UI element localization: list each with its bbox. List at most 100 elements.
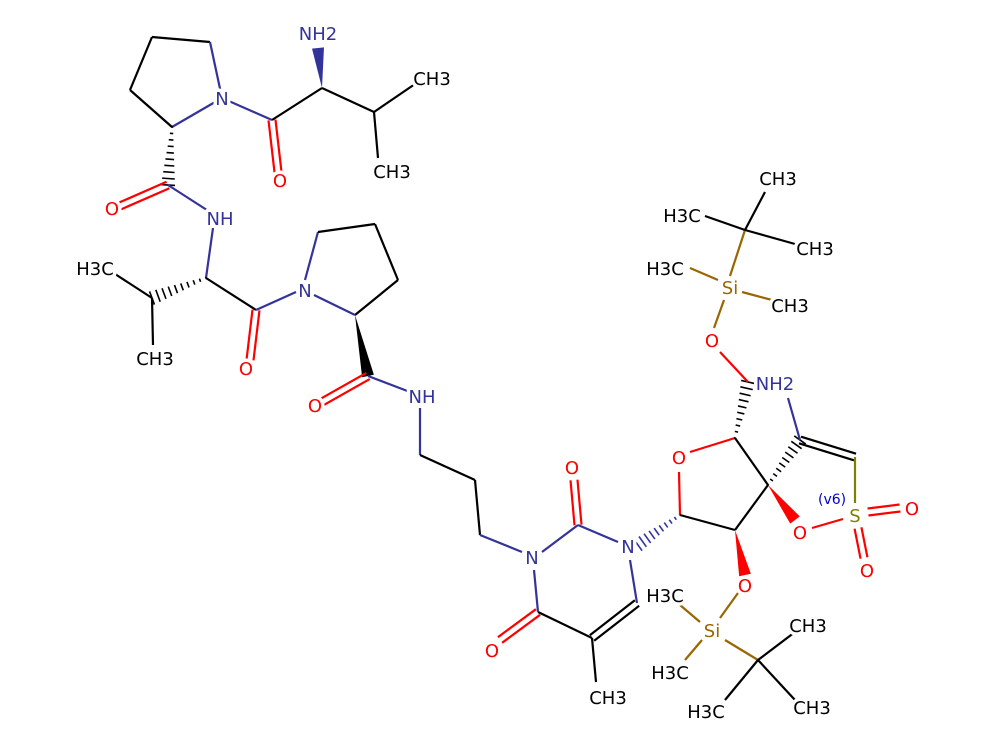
atom-label: CH3	[413, 69, 451, 90]
atom-label: CH3	[793, 698, 831, 719]
hash-bond	[781, 456, 790, 464]
hash-bond	[167, 286, 173, 297]
atom-label: N	[215, 89, 228, 110]
bond	[479, 533, 523, 554]
hash-bond	[638, 536, 647, 548]
bond	[589, 599, 636, 637]
bonds	[111, 35, 901, 701]
wedge-bond	[768, 485, 800, 524]
bond	[204, 227, 215, 279]
bond	[129, 89, 173, 128]
bond	[798, 442, 855, 462]
bond	[679, 513, 736, 532]
atom-label: O	[485, 641, 499, 662]
hash-bond	[186, 281, 190, 288]
bond	[501, 613, 541, 644]
bond	[679, 604, 701, 623]
bond	[757, 631, 796, 661]
bond	[728, 229, 747, 277]
atom-label: H3C	[646, 259, 684, 280]
bond	[853, 528, 862, 559]
bond	[313, 294, 356, 316]
atom-label: NH	[207, 209, 234, 230]
bond	[744, 228, 796, 246]
bond	[167, 184, 211, 213]
bond	[712, 299, 726, 329]
atom-label: O	[565, 458, 579, 479]
valence-annotation: (v6)	[818, 492, 846, 508]
atom-label: H3C	[663, 206, 701, 227]
bond	[323, 378, 371, 407]
atom-label: O	[860, 561, 874, 582]
bond	[677, 471, 682, 516]
bond	[171, 97, 223, 128]
bond	[734, 437, 769, 486]
atom-label: H3C	[687, 702, 725, 723]
hash-bond	[165, 158, 175, 161]
bond	[221, 96, 273, 122]
atom-label: O	[273, 171, 287, 192]
hash-bond	[673, 516, 677, 521]
hash-bond	[173, 284, 179, 294]
bond	[372, 111, 380, 159]
atom-label: H3C	[651, 663, 689, 684]
hash-bond	[772, 472, 778, 478]
bond	[811, 517, 844, 530]
bond	[867, 503, 900, 510]
bond	[593, 604, 640, 642]
bond	[354, 279, 399, 316]
atom-label: Si	[704, 621, 720, 642]
bond	[473, 479, 482, 536]
bond	[704, 214, 746, 232]
bond	[150, 297, 155, 346]
atom-label: O	[672, 448, 686, 469]
atom-label: S	[849, 506, 860, 527]
hash-bond	[179, 283, 185, 291]
atom-label: O	[705, 331, 719, 352]
hash-bond	[658, 524, 665, 532]
bond	[724, 659, 759, 701]
atom-label: H3C	[76, 259, 114, 280]
bond	[537, 611, 593, 639]
bond	[868, 510, 901, 517]
atom-label: O	[793, 523, 807, 544]
bond	[245, 309, 254, 360]
atom-label: N	[621, 537, 634, 558]
bond	[734, 484, 769, 531]
bond	[267, 120, 276, 173]
bond	[786, 397, 802, 441]
atom-label: Si	[722, 278, 738, 299]
hash-bond	[769, 478, 774, 482]
bond	[532, 569, 540, 613]
bond	[724, 639, 759, 661]
bond	[321, 87, 375, 113]
wedge-bond	[735, 530, 751, 577]
hash-bond	[734, 430, 739, 433]
atom-label: NH	[409, 387, 436, 408]
hash-bond	[739, 392, 751, 397]
atom-label: CH3	[759, 169, 797, 190]
wedge-bond	[355, 315, 374, 378]
hash-bond	[787, 446, 798, 454]
hash-bond	[784, 451, 794, 459]
hash-bond	[161, 287, 167, 300]
hash-bond	[198, 278, 202, 283]
bond	[628, 559, 639, 604]
atom-label: CH3	[771, 296, 809, 317]
hash-bond	[668, 519, 673, 525]
hash-bond	[166, 151, 174, 154]
bond	[317, 222, 376, 234]
bond	[128, 36, 154, 91]
hash-bond	[663, 522, 669, 528]
atom-label: O	[239, 359, 253, 380]
bond	[120, 187, 170, 211]
atom-label: CH3	[796, 239, 834, 260]
bond	[757, 659, 796, 701]
bond	[741, 290, 773, 302]
bond	[303, 231, 320, 281]
bond	[274, 119, 283, 172]
bond	[118, 180, 168, 204]
hash-bond	[162, 177, 175, 180]
